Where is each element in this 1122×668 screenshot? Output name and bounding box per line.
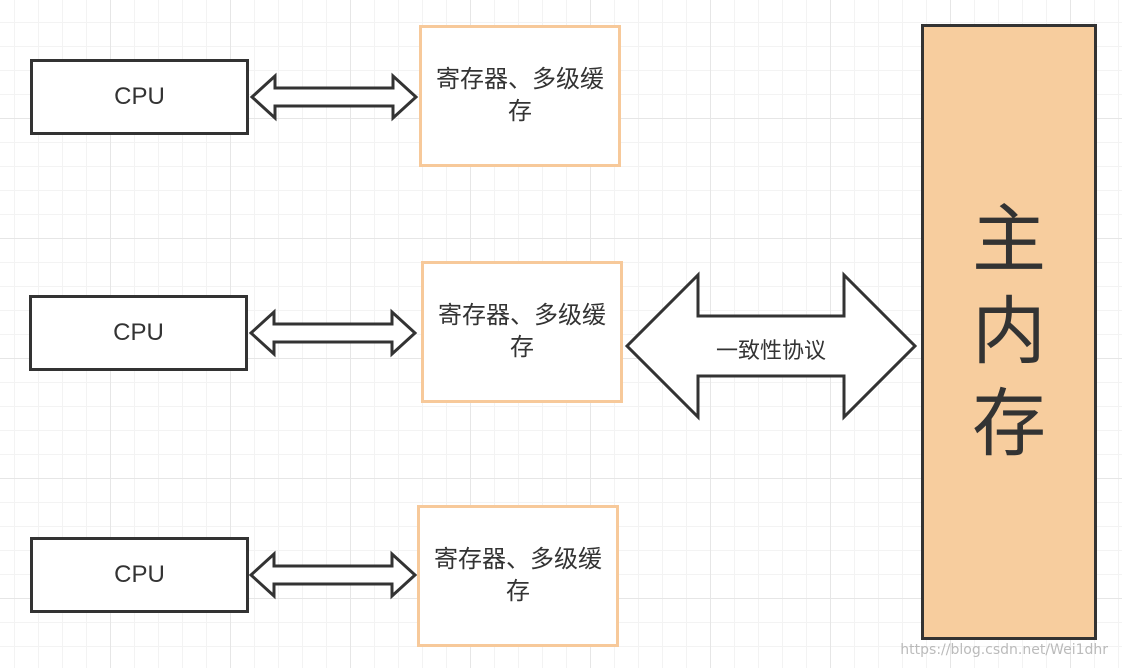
cache-box-2: 寄存器、多级缓存 (421, 261, 623, 403)
bidirectional-arrow-2 (248, 308, 418, 358)
watermark: https://blog.csdn.net/Wei1dhr (900, 642, 1108, 658)
cache-box-1: 寄存器、多级缓存 (419, 25, 621, 167)
coherence-protocol-arrow (624, 271, 918, 421)
memory-char-1: 主 (972, 198, 1046, 281)
cache-box-3: 寄存器、多级缓存 (417, 505, 619, 647)
bidirectional-arrow-3 (248, 550, 418, 600)
coherence-protocol-label: 一致性协议 (715, 338, 826, 363)
main-memory-box: 主 内 存 (921, 24, 1097, 640)
cpu-label: CPU (113, 319, 164, 346)
cpu-box-2: CPU (29, 295, 248, 371)
memory-char-3: 存 (972, 382, 1046, 465)
cpu-label: CPU (114, 83, 165, 110)
memory-char-2: 内 (972, 290, 1046, 373)
cpu-box-1: CPU (30, 59, 249, 135)
cache-label: 寄存器、多级缓存 (438, 302, 606, 361)
cpu-label: CPU (114, 561, 165, 588)
cache-label: 寄存器、多级缓存 (436, 66, 604, 125)
bidirectional-arrow-1 (249, 72, 419, 122)
cache-label: 寄存器、多级缓存 (434, 546, 602, 605)
cpu-box-3: CPU (30, 537, 249, 613)
